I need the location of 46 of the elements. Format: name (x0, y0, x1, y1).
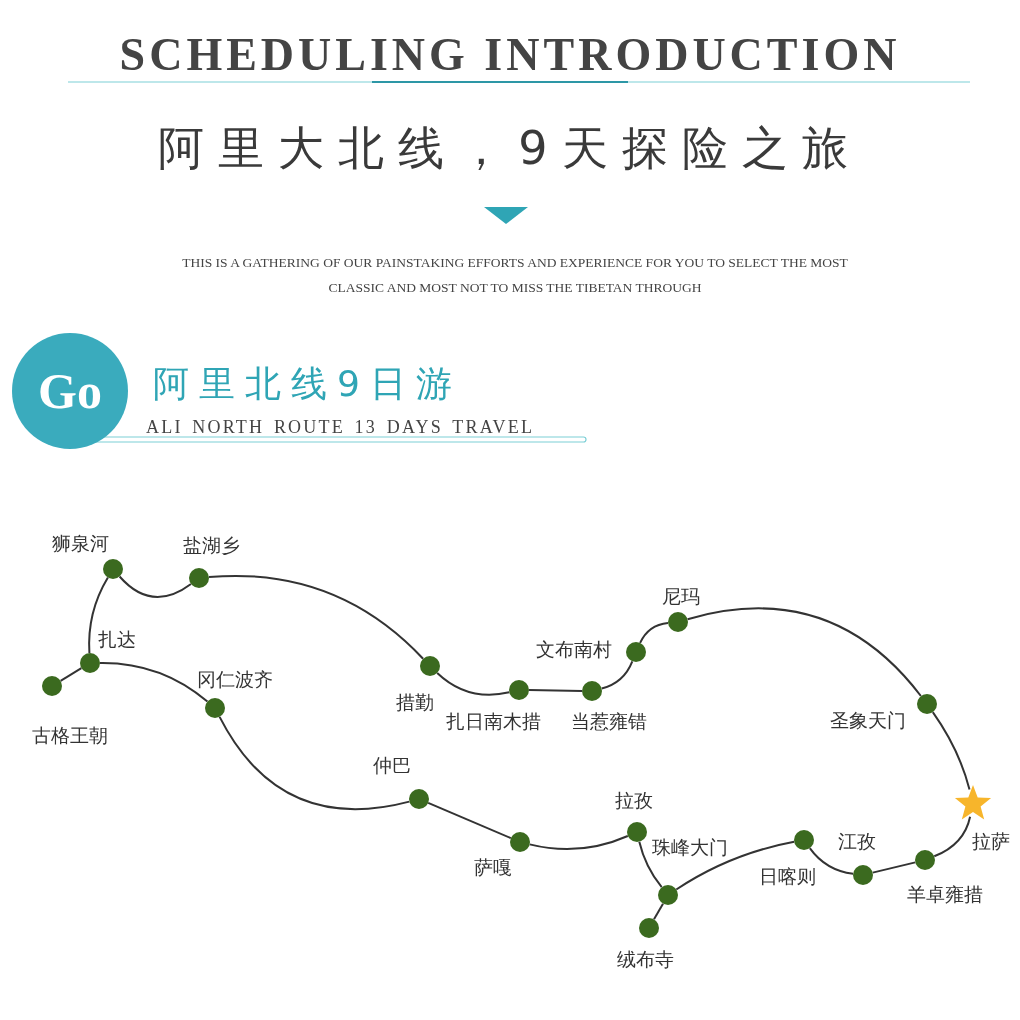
section-subheading: ALI NORTH ROUTE 13 DAYS TRAVEL (146, 417, 535, 438)
go-badge: Go (12, 333, 128, 449)
route-line (427, 801, 512, 840)
place-label: 拉萨 (972, 832, 1010, 851)
place-label: 绒布寺 (617, 950, 674, 969)
route-line (600, 660, 634, 690)
route-line (436, 671, 511, 696)
place-label: 圣象天门 (830, 711, 906, 730)
place-label: 扎日南木措 (446, 712, 541, 731)
route-line (653, 902, 664, 921)
place-label: 当惹雍错 (571, 712, 647, 731)
route-line (208, 574, 425, 660)
place-label: 日喀则 (759, 867, 816, 886)
place-label: 珠峰大门 (652, 838, 728, 857)
route-line (808, 847, 855, 875)
route-line (686, 607, 922, 697)
place-label: 江孜 (838, 832, 876, 851)
place-label: 盐湖乡 (183, 536, 240, 555)
title: SCHEDULING INTRODUCTION (118, 28, 902, 81)
place-label: 萨嘎 (474, 858, 512, 877)
route-line (638, 840, 663, 889)
route-line (528, 689, 583, 692)
place-label: 古格王朝 (32, 726, 108, 745)
place-label: 羊卓雍措 (907, 885, 983, 904)
section-heading: 阿里北线9日游 (153, 362, 462, 406)
place-label: 措勤 (396, 693, 434, 712)
subtitle: 阿里大北线，9天探险之旅 (157, 120, 863, 177)
route-line (99, 661, 209, 703)
route-line (218, 715, 411, 811)
route-line (118, 575, 192, 598)
place-label: 冈仁波齐 (197, 670, 273, 689)
route-line (871, 861, 917, 874)
route-line (88, 576, 109, 654)
place-label: 仲巴 (373, 756, 411, 775)
place-label: 狮泉河 (52, 534, 109, 553)
route-line (675, 840, 796, 891)
route-line (639, 621, 669, 644)
place-label: 拉孜 (615, 791, 653, 810)
place-label: 扎达 (98, 630, 136, 649)
route-line (933, 815, 972, 858)
route-line (528, 835, 629, 850)
place-label: 文布南村 (536, 640, 612, 659)
route-line (59, 667, 83, 682)
intro-text: THIS IS A GATHERING OF OUR PAINSTAKING EFFORTS AND EXPERIENCE FOR YOU TO SELECT THE MOST CLASSIC AND MOST NOT TO MISS THE TIBETAN THROUGH (181, 254, 849, 297)
place-label: 尼玛 (662, 587, 700, 606)
route-line (931, 711, 971, 791)
